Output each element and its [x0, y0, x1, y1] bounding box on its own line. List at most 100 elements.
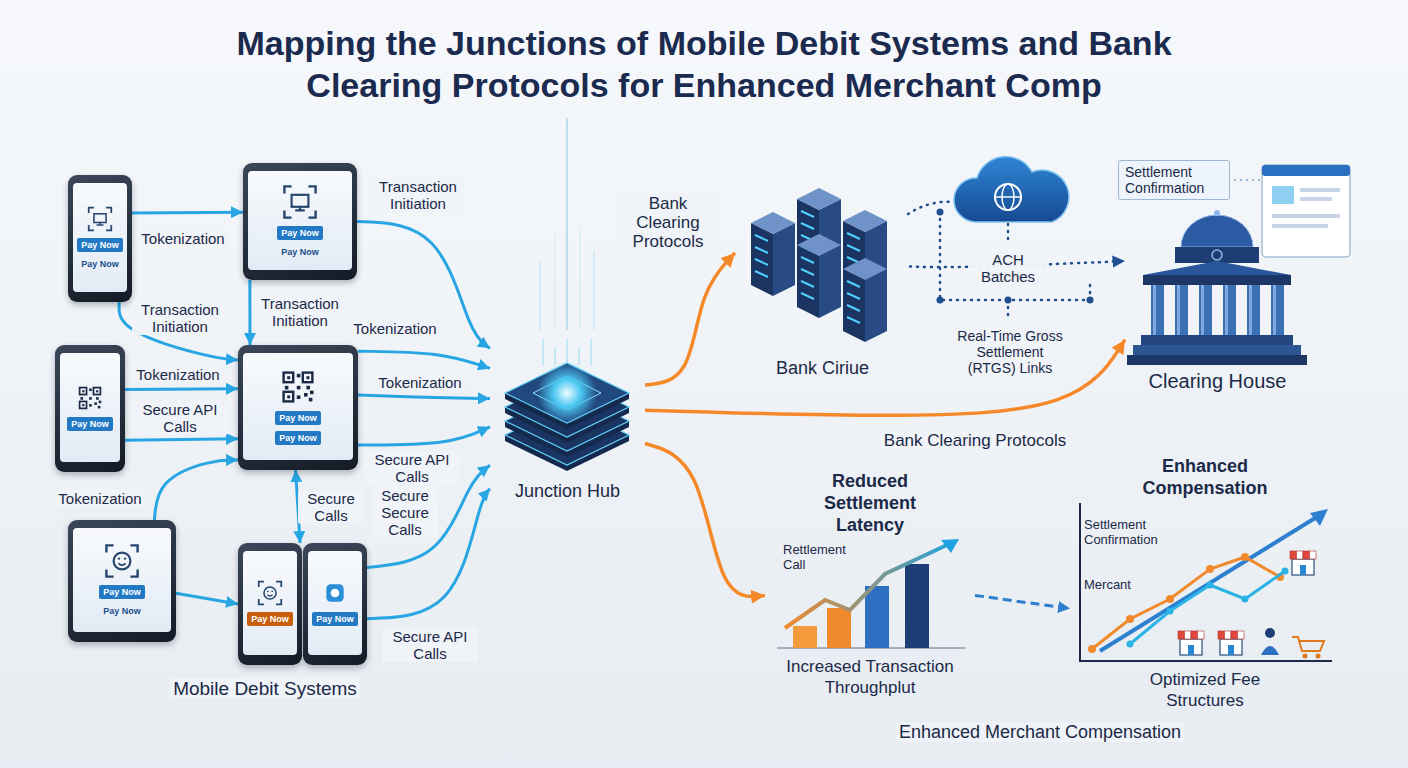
pediment — [1143, 261, 1291, 275]
flow-arrow — [358, 351, 490, 368]
qr-dot — [89, 397, 92, 400]
edge-label: Transaction Initiation — [132, 301, 228, 335]
cart-wheel — [1303, 654, 1308, 659]
hub-glow — [537, 363, 597, 423]
shop-door — [1300, 565, 1306, 575]
shop-icon — [1218, 631, 1244, 655]
panel-text: Settlement Confirmation — [1125, 164, 1223, 196]
pay-button: Pay Now — [103, 605, 141, 617]
server-side — [773, 223, 795, 296]
server-light — [847, 245, 860, 251]
chart-bar — [793, 626, 817, 648]
network-dot — [937, 297, 944, 304]
server-light — [847, 317, 860, 323]
qr-dot — [89, 404, 92, 407]
server-light — [847, 233, 860, 239]
qr-dot — [306, 385, 310, 389]
shop-body — [1220, 639, 1242, 655]
edge-label: Secure API Calls — [382, 628, 478, 662]
server-side — [865, 269, 887, 342]
qr-dot — [80, 397, 83, 400]
tablet-device: Pay NowPay Now — [243, 163, 357, 280]
network-note: Real-Time Gross Settlement (RTGS) Links — [952, 328, 1068, 376]
server-top — [843, 210, 887, 232]
edge-label: Secure API Calls — [364, 451, 460, 485]
flow-arrow — [119, 302, 238, 360]
chart-plot: Rettlement Call — [765, 536, 975, 656]
diagram-title: Mapping the Junctions of Mobile Debit Sy… — [184, 22, 1224, 106]
network-dot — [1087, 297, 1094, 304]
server-side — [819, 245, 841, 318]
flow-arrow — [358, 427, 490, 445]
line-chart: Enhanced CompensationSettlement Confirma… — [1070, 455, 1340, 711]
server-light — [755, 259, 768, 265]
server-light — [801, 281, 814, 287]
pay-button: Pay Now — [281, 246, 319, 258]
qr-dot — [297, 373, 301, 377]
screen-icon — [104, 543, 140, 579]
merchant-icon — [1261, 628, 1279, 655]
step — [1133, 345, 1301, 355]
qr-finder — [284, 372, 294, 382]
shop-awning — [1290, 551, 1297, 559]
server-light — [801, 257, 814, 263]
edge-label: Tokenization — [375, 374, 464, 391]
server-cluster: Bank Ciriue — [735, 185, 910, 379]
server-top — [797, 188, 841, 210]
shop-awning — [1185, 631, 1192, 639]
series-dot — [1166, 595, 1174, 603]
glow-line — [566, 118, 568, 330]
shop-awning — [1303, 551, 1310, 559]
device-screen: Pay NowPay Now — [73, 183, 127, 292]
device-screen: Pay NowPay Now — [73, 528, 171, 632]
chart-bar — [827, 608, 851, 648]
app-icon — [331, 589, 340, 598]
flow-arrow — [154, 460, 238, 520]
qr-dot — [96, 397, 99, 400]
flow-arrow — [176, 593, 238, 604]
edge-label: Tokenization — [138, 230, 227, 247]
series-dot — [1126, 615, 1134, 623]
browser-window — [1262, 165, 1350, 257]
screen-icon — [282, 184, 318, 220]
tablet-device: Pay NowPay Now — [238, 345, 358, 470]
device-screen: Pay NowPay Now — [243, 353, 353, 460]
edge-label: Secure Secure Calls — [372, 487, 438, 538]
server-top — [797, 234, 841, 256]
column — [1223, 285, 1236, 335]
growth-arrowhead — [1310, 509, 1328, 526]
pay-button: Pay Now — [67, 417, 113, 431]
edge-label: Tokenization — [133, 366, 222, 383]
chart-bar — [865, 586, 889, 648]
column-light — [1177, 285, 1180, 335]
glow-line — [594, 250, 595, 330]
qr-dot — [304, 393, 308, 397]
pay-button: Pay Now — [81, 258, 119, 270]
pay-button: Pay Now — [99, 585, 145, 599]
dotted-link — [908, 202, 953, 214]
shop-door — [1188, 645, 1194, 655]
shop-awning — [1231, 631, 1238, 639]
column — [1199, 285, 1212, 335]
qr-finder — [303, 372, 313, 382]
series-dot — [1088, 645, 1096, 653]
qr-finder — [284, 391, 294, 401]
monitor — [94, 213, 106, 222]
column-light — [1249, 285, 1252, 335]
server-light — [847, 305, 860, 311]
node-caption: Clearing House — [1125, 370, 1310, 392]
qr-dot — [94, 402, 97, 405]
server-light — [847, 281, 860, 287]
qr-dot — [297, 385, 301, 389]
cart-body — [1292, 637, 1324, 651]
shop-door — [1228, 645, 1234, 655]
face-smile — [118, 563, 125, 565]
pay-button: Pay Now — [312, 612, 358, 626]
chart-title: Enhanced Compensation — [1135, 455, 1275, 499]
screen-icon — [77, 385, 103, 411]
qr-finder — [80, 401, 87, 408]
series-dot — [1207, 582, 1214, 589]
server-light — [801, 223, 814, 229]
flow-arrow — [125, 387, 238, 391]
